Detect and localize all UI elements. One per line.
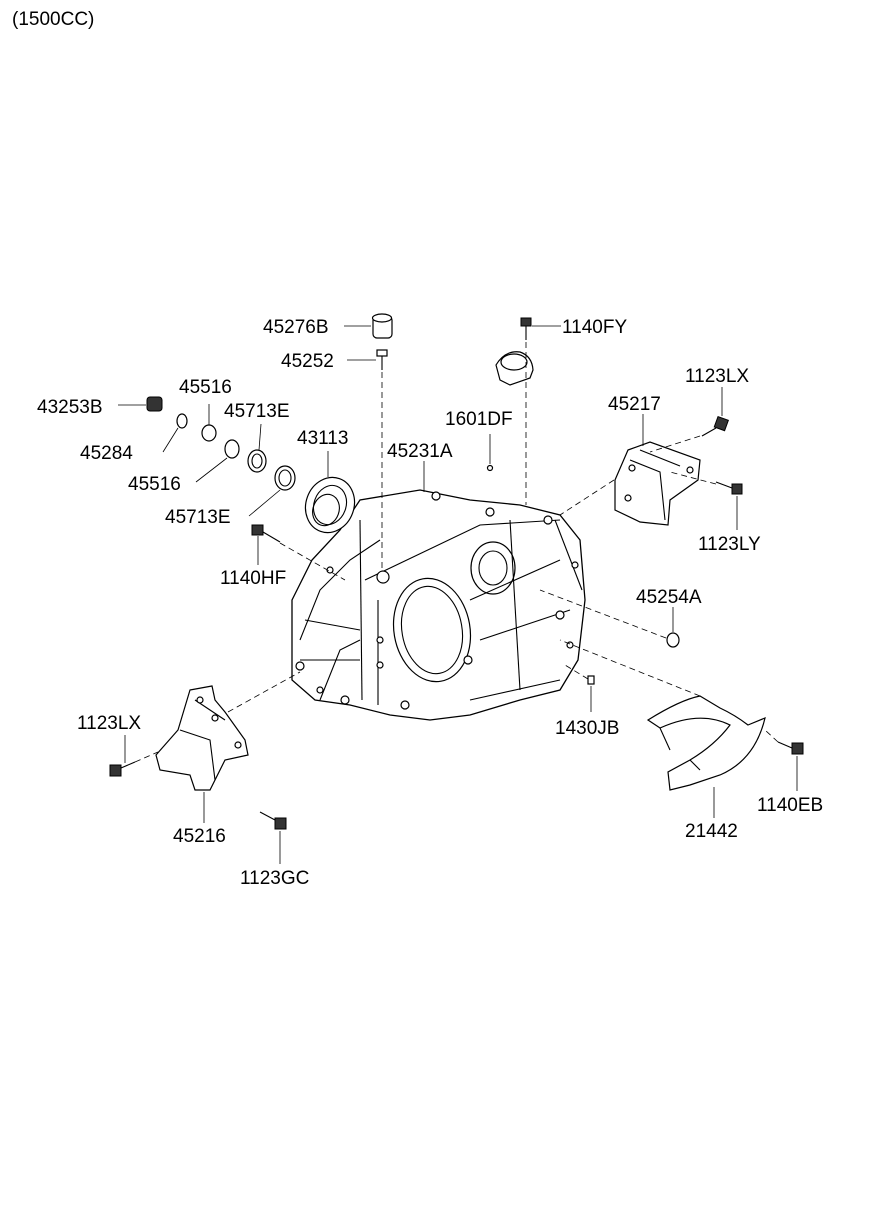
label-45252: 45252 xyxy=(281,351,334,372)
part-45516-ring-top xyxy=(201,424,217,442)
part-labels: 45276B 45252 1140FY 43253B 45516 45713E … xyxy=(37,317,823,889)
part-1123ly-bolt xyxy=(715,481,743,495)
label-45516-top: 45516 xyxy=(179,377,232,398)
label-1140eb: 1140EB xyxy=(757,795,823,816)
label-43113: 43113 xyxy=(297,428,348,449)
label-1601df: 1601DF xyxy=(445,409,513,430)
part-45276b-cap xyxy=(371,313,393,339)
part-speedometer-cap xyxy=(495,351,534,386)
label-45254a: 45254A xyxy=(636,587,702,608)
label-45713e-top: 45713E xyxy=(224,401,290,422)
part-21442-cover xyxy=(646,695,766,791)
part-1140fy-bolt xyxy=(520,317,532,340)
label-45276b: 45276B xyxy=(263,317,329,338)
part-43253b-plug xyxy=(146,396,163,412)
part-1430jb-pin xyxy=(587,675,595,685)
engine-variant-label: (1500CC) xyxy=(12,9,95,30)
label-1123ly: 1123LY xyxy=(698,534,761,555)
part-45516-ring-bottom xyxy=(224,439,240,459)
label-45516-bottom: 45516 xyxy=(128,474,181,495)
label-1123lx-right: 1123LX xyxy=(685,366,749,387)
part-45254a-plug xyxy=(666,632,680,648)
label-1123gc: 1123GC xyxy=(240,868,309,889)
part-1123lx-bolt-left xyxy=(109,761,136,777)
part-1601df-plug xyxy=(486,464,494,472)
label-45216: 45216 xyxy=(173,826,226,847)
part-45216-bracket xyxy=(155,685,249,791)
label-1140hf: 1140HF xyxy=(220,568,286,589)
part-45284-ring xyxy=(176,413,188,429)
label-1430jb: 1430JB xyxy=(555,718,619,739)
label-45713e-bottom: 45713E xyxy=(165,507,231,528)
label-45217: 45217 xyxy=(608,394,661,415)
label-45231a: 45231A xyxy=(387,441,453,462)
part-1140eb-bolt xyxy=(777,741,804,755)
label-1140fy: 1140FY xyxy=(562,317,627,338)
label-21442: 21442 xyxy=(685,821,738,842)
part-43113-oil-seal xyxy=(304,476,356,534)
leader-lines xyxy=(118,325,798,864)
part-45217-bracket xyxy=(614,441,701,526)
assembly-guide-lines xyxy=(134,342,779,763)
label-43253b: 43253B xyxy=(37,397,103,418)
part-45713e-seal-top xyxy=(247,449,267,473)
part-45713e-seal-bottom xyxy=(274,465,296,491)
label-45284: 45284 xyxy=(80,443,133,464)
transaxle-case-illustration xyxy=(291,489,586,721)
label-1123lx-left: 1123LX xyxy=(77,713,141,734)
part-1140hf-bolt xyxy=(251,524,281,543)
part-45252-pin xyxy=(376,349,388,370)
part-1123gc-bolt xyxy=(259,811,287,830)
part-1123lx-bolt-right xyxy=(701,415,729,437)
